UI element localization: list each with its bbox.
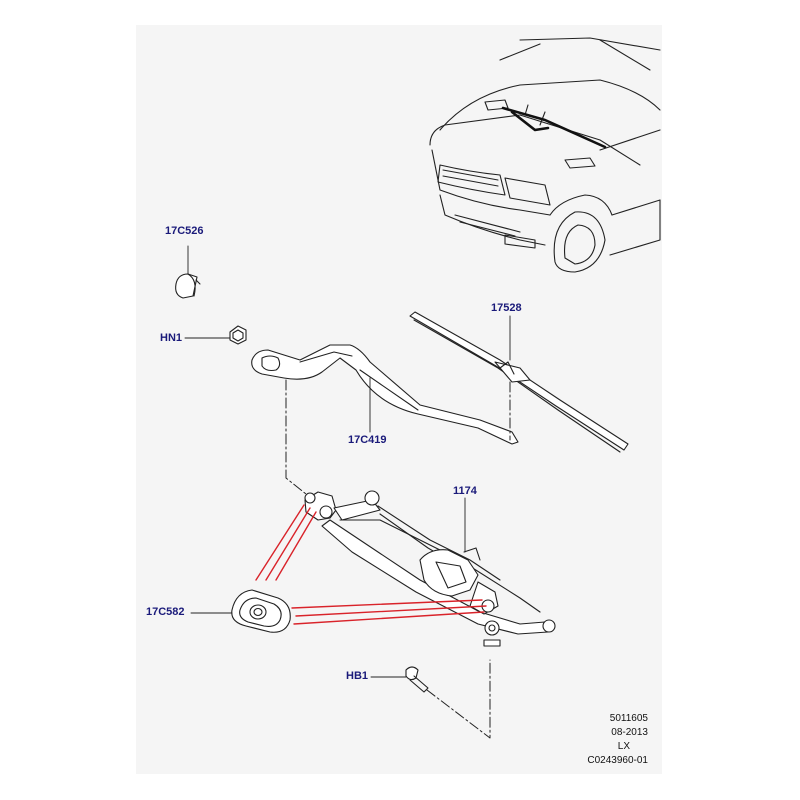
footer-line-1: 5011605 [609, 713, 648, 724]
vehicle-illustration [429, 37, 661, 273]
hn1-nut [229, 325, 247, 345]
vehicle-wiper-highlight [501, 106, 607, 149]
callout-17528: 17528 [491, 302, 522, 314]
seal-location-lines [255, 504, 487, 625]
callout-17C419: 17C419 [348, 434, 387, 446]
assembly-line-arm [285, 379, 307, 495]
wiper-blade [409, 311, 629, 453]
wiper-arm [251, 344, 519, 445]
assembly-line-bolt [426, 659, 491, 739]
grommet-seal [231, 589, 291, 633]
hb1-bolt [405, 666, 429, 693]
callout-1174: 1174 [453, 485, 477, 497]
callout-HN1: HN1 [160, 332, 183, 344]
wiper-arm-cap [175, 273, 201, 299]
wiper-motor-linkage [304, 490, 556, 647]
callout-17C526: 17C526 [165, 225, 204, 237]
footer-line-2: 08-2013 [611, 727, 648, 738]
footer-line-3: LX [617, 741, 630, 752]
footer-line-4: C0243960-01 [587, 755, 648, 766]
callout-17C582: 17C582 [146, 606, 185, 618]
callout-HB1: HB1 [346, 670, 369, 682]
